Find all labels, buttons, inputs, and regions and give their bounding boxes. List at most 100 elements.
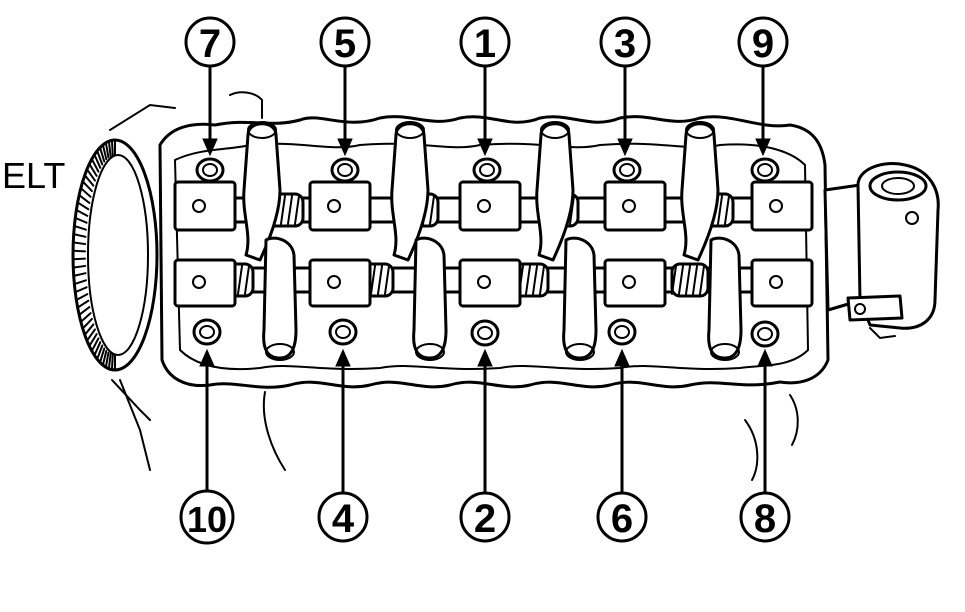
cam-hatch: [377, 265, 383, 295]
rocker-tip: [395, 121, 425, 139]
gear-tooth: [85, 328, 96, 342]
rocker-tip: [710, 343, 740, 361]
rocker-tip: [415, 343, 445, 361]
gear-tooth: [72, 241, 87, 246]
gear-tooth: [81, 180, 93, 193]
cam-hatch: [244, 265, 250, 295]
gear-tooth: [72, 264, 87, 269]
rocker-arm: [262, 236, 298, 360]
cam-lobe: [670, 262, 710, 298]
rocker-arm: [412, 236, 448, 360]
gear-tooth: [104, 351, 110, 369]
gear-tooth: [93, 153, 102, 169]
bolt-center: [477, 326, 493, 340]
callout-number: 3: [614, 22, 636, 66]
gear-tooth: [76, 299, 90, 309]
rocker-tip: [685, 121, 715, 139]
rocker-tip: [247, 121, 277, 139]
bearing-caps: [173, 180, 814, 308]
callout-number: 2: [474, 497, 496, 541]
gear-tooth: [104, 141, 110, 159]
callouts-top: 7 5 1 3 9: [184, 16, 789, 68]
cap-bolt-hole: [327, 275, 341, 289]
cam-hatch: [532, 265, 538, 295]
head-bolt: [328, 318, 358, 346]
gear-tooth: [88, 162, 98, 177]
callout-top-4: 3: [599, 16, 651, 68]
rocker-arm: [242, 122, 282, 262]
gear-tooth: [96, 344, 104, 361]
cam-hatch: [294, 195, 300, 225]
cam-hatch: [678, 265, 684, 295]
bolt-center: [202, 163, 218, 177]
cap-bolt-hole: [477, 199, 491, 213]
cap-bolt-hole: [327, 199, 341, 213]
cap-bolt-hole: [769, 275, 783, 289]
head-bolt: [195, 157, 225, 183]
cam-hatch: [671, 265, 677, 295]
rocker-arms: [242, 121, 743, 361]
cap-bolt-hole: [192, 275, 206, 289]
callout-bottom-2: 4: [317, 491, 369, 543]
cam-hatch: [237, 265, 243, 295]
callout-bottom-1: 10: [179, 489, 235, 545]
gear-tooth: [81, 317, 93, 330]
gear-tooth: [72, 233, 87, 238]
gear-tooth: [101, 143, 108, 161]
gear-tooth: [73, 279, 87, 286]
cam-hatch: [539, 265, 545, 295]
callout-number: 9: [752, 22, 774, 66]
gear-tooth: [101, 349, 108, 367]
rocker-tip: [265, 343, 295, 361]
head-bolt: [472, 157, 502, 183]
bolt-center: [337, 163, 353, 177]
gear-tooth: [90, 337, 100, 352]
cam-hatch: [287, 195, 293, 225]
gear-tooth: [110, 353, 114, 371]
gear-tooth: [93, 341, 102, 357]
bolt-center: [619, 163, 635, 177]
cam-hatch: [692, 265, 698, 295]
arrow-head: [757, 348, 773, 367]
leader-arrows: [199, 64, 773, 493]
gear-tooth: [79, 187, 92, 198]
rocker-tip: [565, 343, 595, 361]
rocker-arm: [535, 122, 575, 262]
gear-tooth: [90, 158, 100, 173]
bolt-center: [199, 325, 215, 339]
callout-top-3: 1: [459, 16, 511, 68]
bolt-center: [479, 163, 495, 177]
gear-tooth: [85, 168, 96, 182]
cam-hatch: [525, 265, 531, 295]
gear-tooth: [83, 323, 95, 336]
side-label: ELT: [2, 155, 65, 196]
rocker-arm: [707, 236, 743, 360]
cam-hatch: [685, 265, 691, 295]
arrow-head: [755, 138, 771, 157]
cam-hatch: [429, 195, 435, 225]
arrow-head: [477, 138, 493, 157]
head-bolt: [330, 157, 360, 183]
head-bolt: [750, 320, 780, 348]
gear-tooth: [74, 286, 88, 294]
rocker-arm: [680, 122, 720, 262]
gear-tooth: [79, 312, 92, 323]
gear-tooth: [98, 146, 106, 163]
head-bolts: [192, 157, 780, 348]
cap-bolt-hole: [769, 199, 783, 213]
arrow-head: [199, 348, 215, 367]
cap-bolt-hole: [477, 275, 491, 289]
gear-tooth: [72, 257, 87, 261]
gear-tooth: [78, 194, 91, 204]
arrow-head: [335, 348, 351, 367]
cap-bolt-hole: [622, 199, 636, 213]
callouts-bottom: 10 4 2 6 8: [179, 489, 791, 545]
gear-tooth: [72, 249, 87, 253]
gear-tooth: [98, 347, 106, 364]
arrow-head: [617, 138, 633, 157]
callout-number: 4: [332, 497, 355, 541]
gear-tooth: [73, 224, 87, 231]
head-bolt: [607, 318, 637, 346]
callout-number: 1: [474, 22, 496, 66]
